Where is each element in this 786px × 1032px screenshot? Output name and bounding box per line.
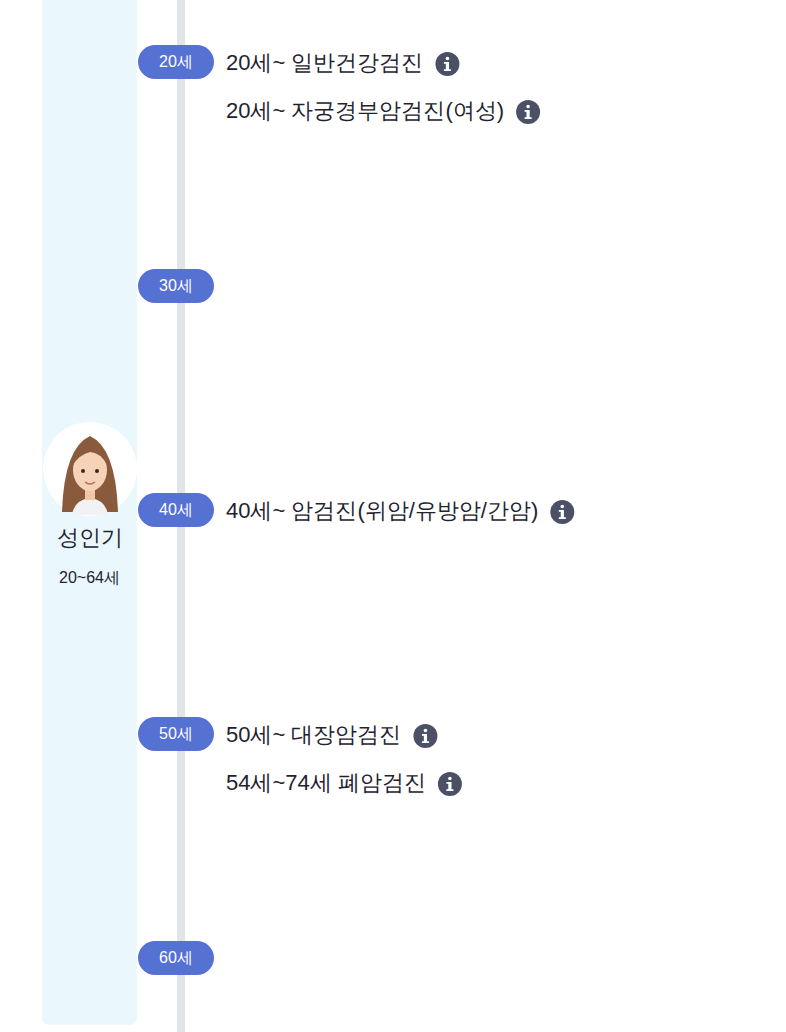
info-icon: [516, 100, 540, 124]
info-icon: [550, 500, 574, 524]
age-pill: 50세: [138, 717, 214, 751]
info-icon: [413, 724, 437, 748]
age-label: 60세: [159, 948, 193, 968]
checkup-item: 54세~74세 폐암검진: [226, 769, 426, 797]
checkup-item: 20세~ 일반건강검진: [226, 49, 423, 77]
age-band: [42, 0, 137, 1025]
info-icon: [438, 772, 462, 796]
stage-range: 20~64세: [42, 567, 137, 589]
checkup-item: 20세~ 자궁경부암검진(여성): [226, 97, 504, 125]
life-stage-band: 성인기 20~64세: [42, 0, 137, 1025]
age-label: 50세: [159, 724, 193, 744]
age-pill: 60세: [138, 941, 214, 975]
age-pill: 20세: [138, 45, 214, 79]
age-label: 20세: [159, 52, 193, 72]
info-icon: [435, 52, 459, 76]
avatar: [43, 422, 137, 516]
age-pill: 40세: [138, 493, 214, 527]
age-label: 30세: [159, 276, 193, 296]
age-pill: 30세: [138, 269, 214, 303]
checkup-item: 50세~ 대장암검진: [226, 721, 401, 749]
stage-title: 성인기: [42, 523, 137, 553]
checkup-item: 40세~ 암검진(위암/유방암/간암): [226, 497, 538, 525]
info-icons: [413, 52, 574, 796]
age-label: 40세: [159, 500, 193, 520]
